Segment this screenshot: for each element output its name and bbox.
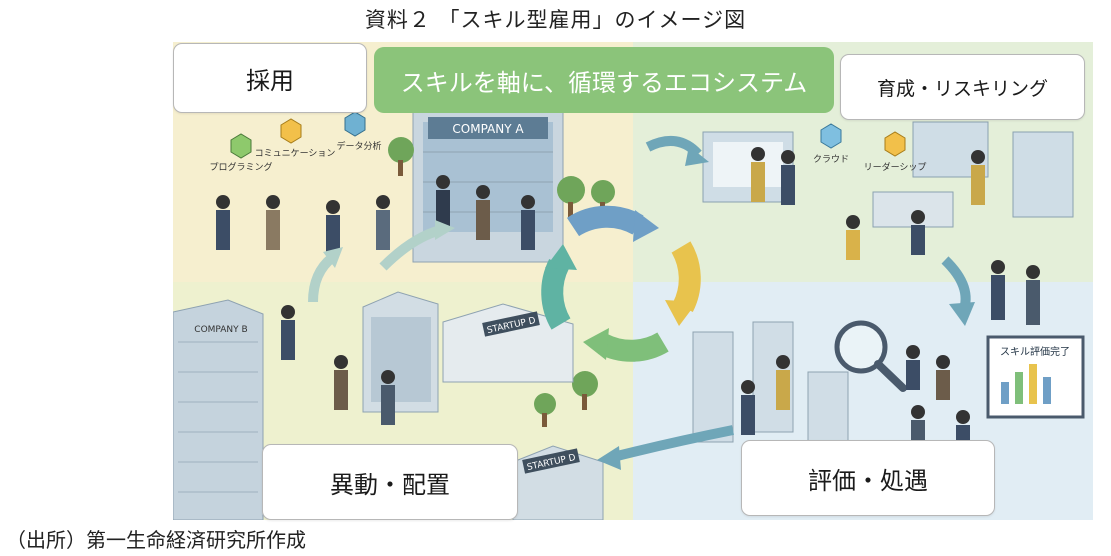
company-a-sign: COMPANY A xyxy=(452,122,524,136)
skill-icon-programming: プログラミング xyxy=(209,133,273,173)
skill-icon-leadership: リーダーシップ xyxy=(864,131,927,173)
skill-icon-communication: コミュニケーション xyxy=(255,118,336,159)
company-b-building: COMPANY B xyxy=(173,299,264,520)
startup-d-office-upper: STARTUP D xyxy=(442,303,574,383)
source-note: （出所）第一生命経済研究所作成 xyxy=(6,528,306,552)
transfer-people xyxy=(281,305,395,425)
recruit-people xyxy=(216,175,535,255)
skill-label-cloud: クラウド xyxy=(813,154,849,165)
phase-label-transfer: 異動・配置 xyxy=(262,444,518,520)
center-cycle-arrows xyxy=(541,205,701,362)
phase-label-evaluate: 評価・処遇 xyxy=(741,440,995,516)
flow-arrow-evaluate-to-transfer xyxy=(597,425,734,470)
develop-people xyxy=(751,147,1040,325)
company-b-sign: COMPANY B xyxy=(194,325,247,335)
phase-label-develop: 育成・リスキリング xyxy=(840,54,1085,120)
flow-arrow-transfer-to-recruit xyxy=(308,220,455,303)
skill-label-programming: プログラミング xyxy=(209,161,272,173)
flow-arrow-recruit-to-develop xyxy=(645,135,709,166)
flow-arrow-develop-to-evaluate xyxy=(941,256,975,326)
skill-label-communication: コミュニケーション xyxy=(255,148,336,159)
magnifier-icon xyxy=(834,320,907,392)
center-banner: スキルを軸に、循環するエコシステム xyxy=(374,47,834,113)
monitor-title: スキル評価完了 xyxy=(1000,345,1070,358)
office-building-mid xyxy=(362,291,439,413)
skill-label-data-analysis: データ分析 xyxy=(336,140,381,152)
evaluation-monitor: スキル評価完了 xyxy=(986,335,1085,419)
diagram-title: 資料２ 「スキル型雇用」のイメージ図 xyxy=(364,8,747,32)
skill-label-leadership: リーダーシップ xyxy=(864,161,927,173)
skill-icon-data-analysis: データ分析 xyxy=(336,111,382,152)
skill-icon-cloud: クラウド xyxy=(813,123,849,165)
phase-label-recruit: 採用 xyxy=(173,43,367,113)
